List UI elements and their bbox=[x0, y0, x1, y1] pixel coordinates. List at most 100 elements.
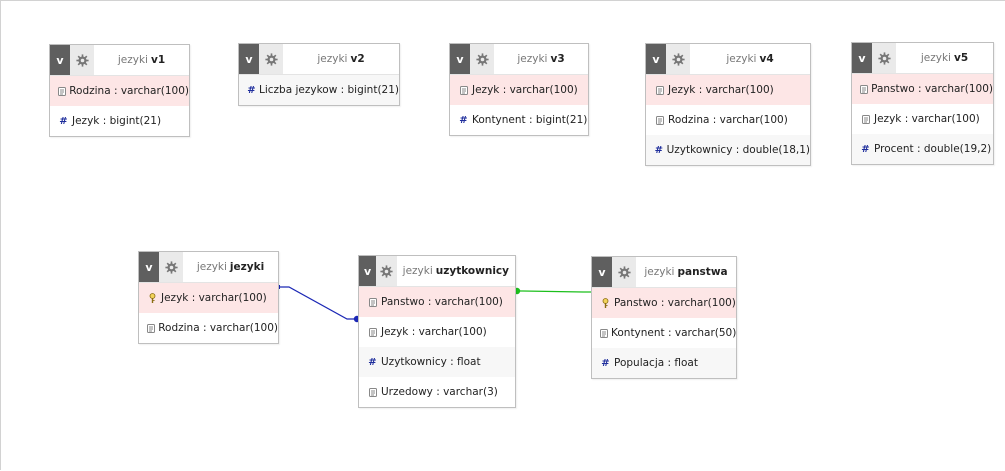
gear-icon[interactable] bbox=[666, 44, 690, 74]
column-label: Urzedowy : varchar(3) bbox=[381, 386, 498, 398]
numeric-column-icon: # bbox=[59, 115, 68, 127]
relation-line-jezyki-uzytkownicy[interactable] bbox=[278, 286, 358, 320]
table-name: jezyki bbox=[229, 261, 265, 273]
column-row[interactable]: Urzedowy : varchar(3) bbox=[359, 377, 515, 407]
column-list: Jezyk : varchar(100) Rodzina : varchar(10… bbox=[139, 283, 278, 343]
table-name: v4 bbox=[759, 53, 774, 65]
toggle-view-button[interactable]: v bbox=[592, 257, 612, 287]
table-db-prefix: jezyki bbox=[517, 53, 548, 65]
column-row[interactable]: Jezyk : varchar(100) bbox=[646, 75, 810, 105]
gear-icon[interactable] bbox=[159, 252, 183, 282]
column-row[interactable]: Kontynent : varchar(50) bbox=[592, 318, 736, 348]
column-list: Jezyk : varchar(100)#Kontynent : bigint(… bbox=[450, 75, 588, 135]
gear-icon[interactable] bbox=[70, 45, 94, 75]
column-label: Jezyk : varchar(100) bbox=[381, 326, 487, 338]
column-row[interactable]: #Uzytkownicy : float bbox=[359, 347, 515, 377]
table-db-prefix: jezyki bbox=[317, 53, 348, 65]
table-db-prefix: jezyki bbox=[402, 265, 433, 277]
column-row[interactable]: Jezyk : varchar(100) bbox=[359, 317, 515, 347]
table-name: panstwa bbox=[677, 266, 728, 278]
table-db-prefix: jezyki bbox=[644, 266, 675, 278]
column-row[interactable]: Jezyk : varchar(100) bbox=[450, 75, 588, 105]
column-label: Uzytkownicy : double(18,1) bbox=[666, 144, 810, 156]
column-row[interactable]: #Uzytkownicy : double(18,1) bbox=[646, 135, 810, 165]
column-row[interactable]: #Jezyk : bigint(21) bbox=[50, 106, 189, 136]
gear-icon[interactable] bbox=[872, 43, 896, 73]
toggle-view-button[interactable]: v bbox=[646, 44, 666, 74]
column-list: Panstwo : varchar(100) Jezyk : varchar(10… bbox=[852, 74, 993, 164]
column-label: Panstwo : varchar(100) bbox=[871, 83, 993, 95]
toggle-view-button[interactable]: v bbox=[852, 43, 872, 73]
column-label: Uzytkownicy : float bbox=[381, 356, 481, 368]
column-label: Rodzina : varchar(100) bbox=[69, 85, 189, 97]
column-list: #Liczba jezykow : bigint(21) bbox=[239, 75, 399, 105]
column-label: Jezyk : varchar(100) bbox=[668, 84, 774, 96]
toggle-view-button[interactable]: v bbox=[450, 44, 470, 74]
column-label: Kontynent : bigint(21) bbox=[472, 114, 588, 126]
toggle-view-button[interactable]: v bbox=[239, 44, 259, 74]
text-column-icon bbox=[367, 387, 378, 397]
text-column-icon bbox=[860, 114, 871, 124]
column-row[interactable]: #Populacja : float bbox=[592, 348, 736, 378]
toggle-view-button[interactable]: v bbox=[139, 252, 159, 282]
gear-icon[interactable] bbox=[376, 256, 397, 286]
column-label: Jezyk : varchar(100) bbox=[874, 113, 980, 125]
column-row[interactable]: Panstwo : varchar(100) bbox=[359, 287, 515, 317]
column-label: Panstwo : varchar(100) bbox=[381, 296, 503, 308]
table-name: v5 bbox=[953, 52, 969, 64]
column-row[interactable]: #Kontynent : bigint(21) bbox=[450, 105, 588, 135]
column-label: Jezyk : varchar(100) bbox=[161, 292, 267, 304]
numeric-column-icon: # bbox=[247, 84, 256, 96]
table-name: v3 bbox=[550, 53, 565, 65]
column-list: Panstwo : varchar(100) Kontynent : varcha… bbox=[592, 288, 736, 378]
toggle-view-button[interactable]: v bbox=[359, 256, 377, 286]
column-label: Kontynent : varchar(50) bbox=[611, 327, 737, 339]
column-row[interactable]: Rodzina : varchar(100) bbox=[646, 105, 810, 135]
text-column-icon bbox=[654, 115, 665, 125]
text-column-icon bbox=[367, 327, 378, 337]
gear-icon[interactable] bbox=[612, 257, 636, 287]
text-column-icon bbox=[860, 84, 869, 94]
column-label: Rodzina : varchar(100) bbox=[668, 114, 788, 126]
gear-icon[interactable] bbox=[259, 44, 283, 74]
column-row[interactable]: Jezyk : varchar(100) bbox=[852, 104, 993, 134]
column-label: Panstwo : varchar(100) bbox=[614, 297, 736, 309]
column-label: Populacja : float bbox=[614, 357, 698, 369]
column-row[interactable]: Rodzina : varchar(100) bbox=[50, 76, 189, 106]
column-row[interactable]: #Liczba jezykow : bigint(21) bbox=[239, 75, 399, 105]
gear-icon[interactable] bbox=[470, 44, 494, 74]
column-row[interactable]: Rodzina : varchar(100) bbox=[139, 313, 278, 343]
column-row[interactable]: Panstwo : varchar(100) bbox=[592, 288, 736, 318]
table-db-prefix: jezyki bbox=[117, 54, 148, 66]
column-row[interactable]: Panstwo : varchar(100) bbox=[852, 74, 993, 104]
primary-key-icon bbox=[600, 297, 611, 309]
table-name: uzytkownicy bbox=[435, 265, 509, 277]
text-column-icon bbox=[654, 85, 665, 95]
relation-line-uzytkownicy-panstwa[interactable] bbox=[515, 290, 592, 293]
column-row[interactable]: Jezyk : varchar(100) bbox=[139, 283, 278, 313]
toggle-view-button[interactable]: v bbox=[50, 45, 70, 75]
column-row[interactable]: #Procent : double(19,2) bbox=[852, 134, 993, 164]
